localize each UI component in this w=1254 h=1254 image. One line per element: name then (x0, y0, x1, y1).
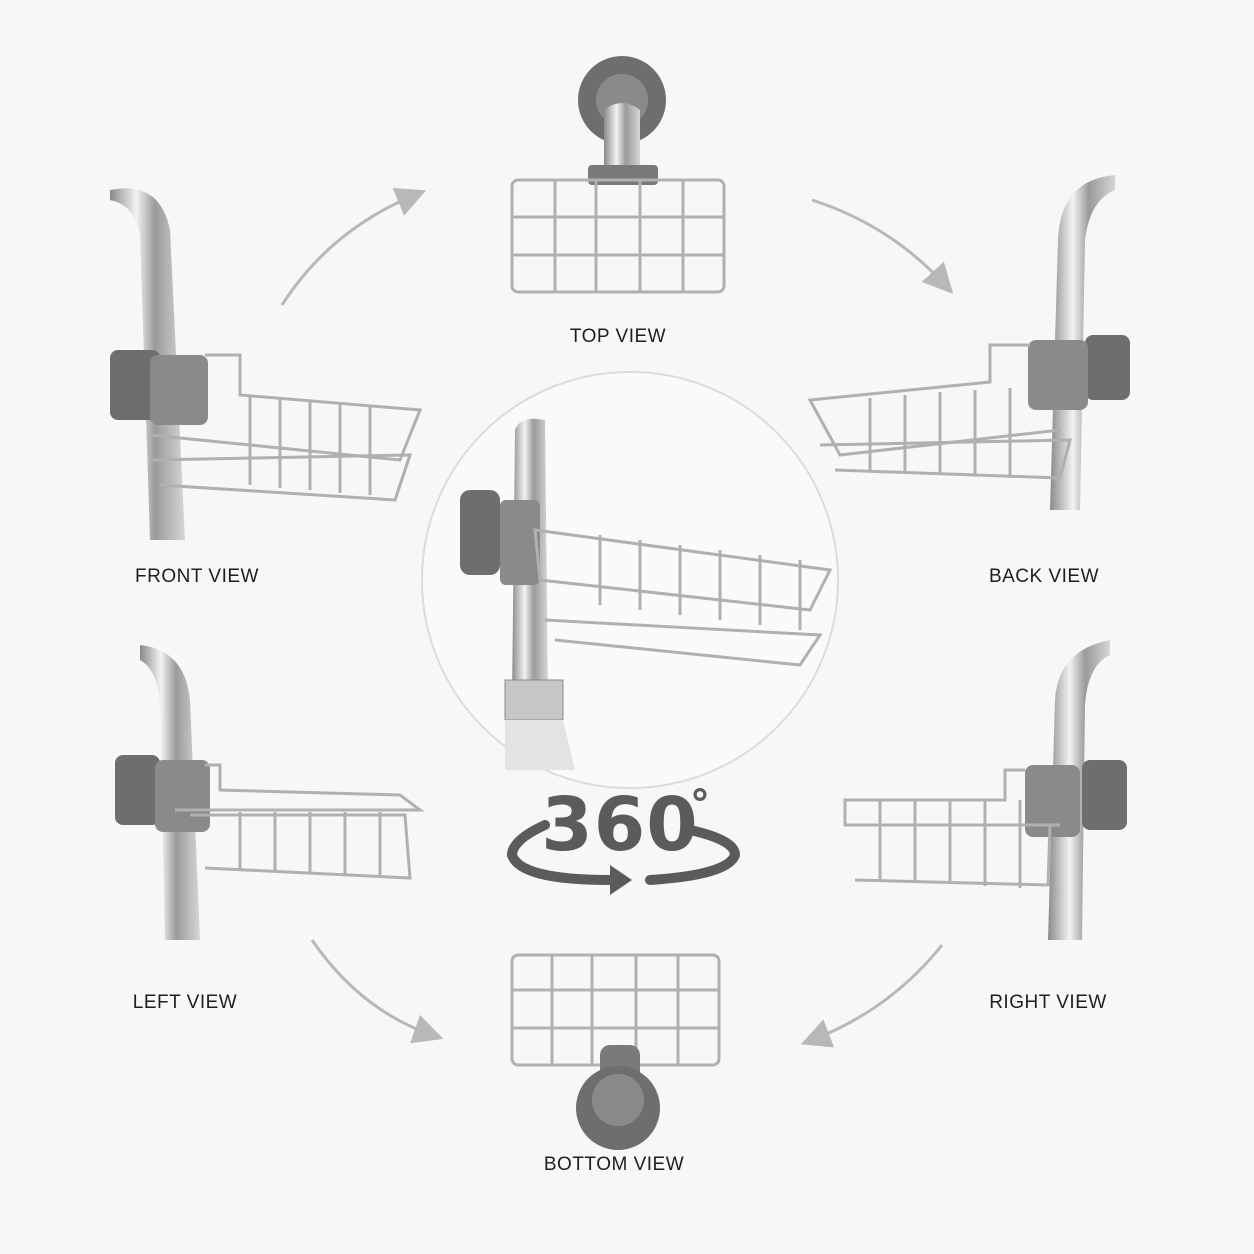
rotation-arc-icon (506, 820, 741, 885)
back-view-product (807, 175, 1130, 510)
right-view-product (843, 640, 1127, 940)
left-view-label: LEFT VIEW (132, 992, 238, 1013)
top-view-label: TOP VIEW (569, 326, 667, 347)
center-faucet-product (460, 418, 833, 770)
bottom-view-product (510, 953, 721, 1150)
arrow-front-to-top (280, 187, 427, 306)
arrow-right-to-bottom (800, 944, 944, 1048)
rotation-badge-degree: ° (690, 782, 710, 828)
back-view-label: BACK VIEW (988, 566, 1100, 587)
arrow-top-to-back (811, 198, 954, 294)
left-view-product (115, 645, 425, 940)
bottom-view-label: BOTTOM VIEW (543, 1154, 685, 1175)
center-circle (421, 371, 839, 789)
rotation-arrowhead (610, 865, 632, 895)
front-view-product (110, 188, 423, 541)
top-view-product (510, 56, 726, 294)
front-view-label: FRONT VIEW (135, 566, 259, 587)
right-view-label: RIGHT VIEW (989, 992, 1107, 1013)
arrow-left-to-bottom (310, 939, 444, 1044)
rotation-badge-number: 360 (541, 782, 699, 868)
